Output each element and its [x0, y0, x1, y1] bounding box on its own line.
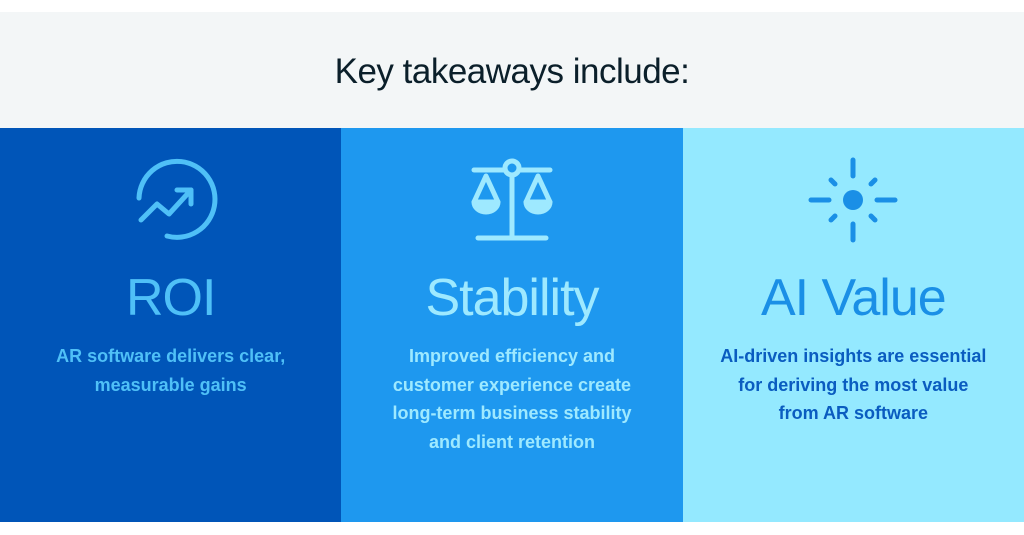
takeaway-card-ai-value: AI Value AI-driven insights are essentia… [682, 128, 1024, 522]
balance-scale-icon [462, 150, 562, 250]
header-band: Key takeaways include: [0, 12, 1024, 128]
takeaway-title: AI Value [760, 269, 947, 327]
takeaway-description: AI-driven insights are essential for der… [720, 346, 987, 423]
takeaways-columns: ROI AR software delivers clear, measurab… [0, 128, 1024, 522]
takeaway-title: ROI [125, 269, 216, 327]
takeaway-description: Improved efficiency and customer experie… [392, 346, 632, 452]
page-title: Key takeaways include: [334, 52, 690, 91]
takeaway-description: AR software delivers clear, measurable g… [56, 346, 286, 395]
takeaway-card-stability: Stability Improved efficiency and custom… [341, 128, 683, 522]
growth-chart-circle-icon [121, 150, 221, 250]
takeaway-title: Stability [425, 269, 599, 327]
takeaway-card-roi: ROI AR software delivers clear, measurab… [0, 128, 342, 522]
sparkle-burst-icon [803, 150, 903, 250]
